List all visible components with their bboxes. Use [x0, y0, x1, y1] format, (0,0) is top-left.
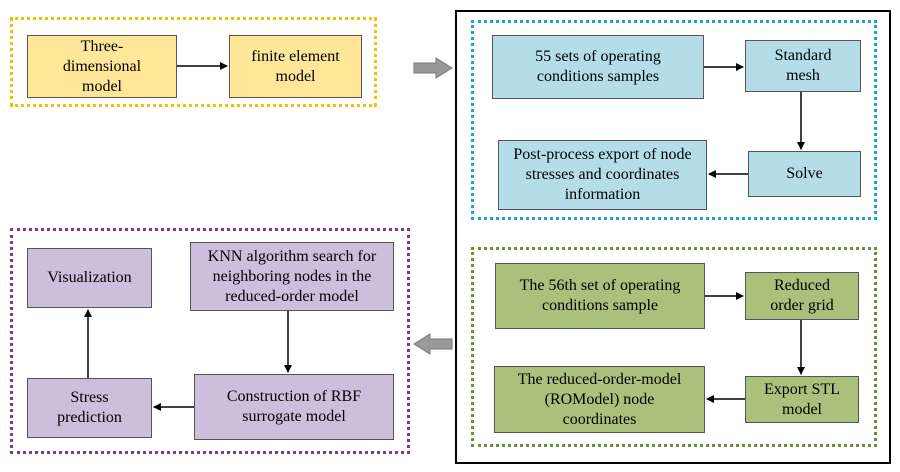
big-arrow-right	[413, 57, 453, 79]
big-arrow-left	[413, 333, 453, 355]
prediction-group-frame	[10, 228, 410, 454]
standard-mesh-box: Standard mesh	[745, 40, 861, 92]
reduced-order-group-frame	[471, 247, 877, 447]
three-dimensional-model-box: Three-dimensional model	[27, 35, 177, 98]
knn-search-box: KNN algorithm search for neighboring nod…	[190, 242, 394, 311]
post-process-export-box: Post-process export of node stresses and…	[498, 140, 707, 210]
geometry-group-frame	[10, 17, 377, 107]
finite-element-model-box: finite element model	[229, 35, 362, 98]
main-process-frame	[455, 10, 891, 464]
visualization-box: Visualization	[27, 248, 152, 308]
rbf-construction-box: Construction of RBF surrogate model	[194, 374, 394, 440]
solve-box: Solve	[748, 151, 861, 197]
sample-56-box: The 56th set of operating conditions sam…	[495, 263, 705, 329]
reduced-order-grid-box: Reduced order grid	[745, 272, 859, 320]
rom-coordinates-box: The reduced-order-model (ROModel) node c…	[494, 366, 705, 433]
export-stl-box: Export STL model	[745, 376, 859, 423]
training-group-frame	[471, 20, 877, 220]
stress-prediction-box: Stress prediction	[27, 378, 152, 438]
operating-samples-box: 55 sets of operating conditions samples	[492, 35, 704, 99]
